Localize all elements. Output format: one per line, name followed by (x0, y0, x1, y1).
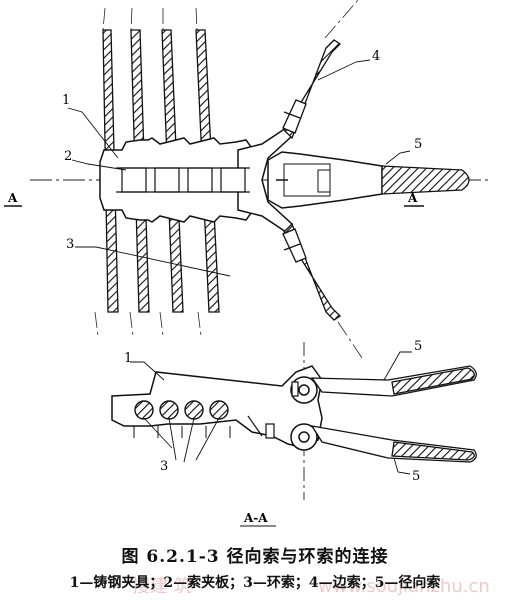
section-mark-left: A (7, 191, 18, 205)
label-2: 2 (64, 149, 72, 164)
bolt-stubs (133, 426, 231, 438)
pin-joints (290, 376, 318, 451)
figure-legend: 1—铸钢夹具；2—索夹板；3—环索；4—边索；5—径向索 (69, 575, 441, 591)
radial-cable (381, 165, 470, 195)
section-view (111, 342, 477, 500)
section-label-3: 3 (160, 459, 168, 474)
leader-lines-section (130, 351, 412, 475)
section-view-title: A-A (243, 511, 268, 525)
item-labels: 1 2 3 4 5 A A 1 3 5 5 A-A (7, 49, 422, 527)
socket-head (267, 151, 383, 209)
label-5: 5 (414, 137, 422, 152)
label-4: 4 (372, 49, 380, 64)
watermark: 搜建 筑 www.soujianzhu.cn (132, 576, 490, 597)
section-label-5-bottom: 5 (412, 469, 420, 484)
section-label-5-top: 5 (414, 339, 422, 354)
section-radial-cables (310, 365, 477, 463)
svg-text:www.soujianzhu.cn: www.soujianzhu.cn (318, 576, 490, 597)
section-label-1: 1 (124, 351, 132, 366)
leader-lines-plan (67, 59, 411, 277)
label-3: 3 (66, 237, 74, 252)
ring-cable-sections (134, 400, 229, 420)
clamp-plates (116, 167, 250, 193)
figure-title: 图 6.2.1-3 径向索与环索的连接 (121, 547, 389, 567)
edge-cables (282, 39, 342, 321)
plan-view (4, 0, 490, 359)
svg-text:搜建 筑: 搜建 筑 (132, 576, 192, 597)
label-1: 1 (62, 93, 70, 108)
socket-lugs (265, 381, 299, 439)
section-mark-right: A (407, 191, 418, 205)
cable-axis-lines (94, 0, 363, 359)
